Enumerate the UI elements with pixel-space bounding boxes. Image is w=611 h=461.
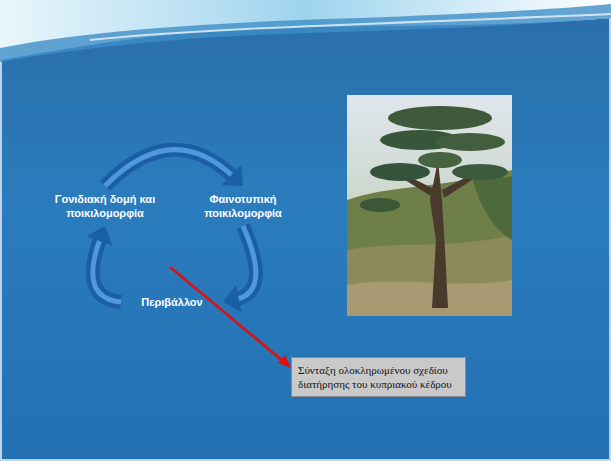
cycle-label: Γονιδιακή δομή και ποικιλομορφία xyxy=(34,192,176,220)
node-text: Περιβάλλον xyxy=(127,295,217,309)
cycle-label: Περιβάλλον xyxy=(127,295,217,309)
node-text: Φαινοτυπική ποικιλομορφία xyxy=(197,192,289,220)
top-wave-band xyxy=(0,4,611,62)
note-box: Σύνταξη ολοκληρωμένου σχεδίου διατήρησης… xyxy=(291,357,466,397)
node-text: Σύνταξη ολοκληρωμένου σχεδίου διατήρησης… xyxy=(298,363,459,391)
cycle-arrow xyxy=(223,226,256,313)
node-text: Γονιδιακή δομή και ποικιλομορφία xyxy=(34,192,176,220)
cycle-arrow xyxy=(86,226,121,302)
wave-line xyxy=(90,14,611,40)
cycle-arrow xyxy=(105,150,243,186)
cycle-label: Φαινοτυπική ποικιλομορφία xyxy=(197,192,289,220)
cedar-photo xyxy=(347,95,512,316)
red-pointer-arrow xyxy=(170,267,291,368)
